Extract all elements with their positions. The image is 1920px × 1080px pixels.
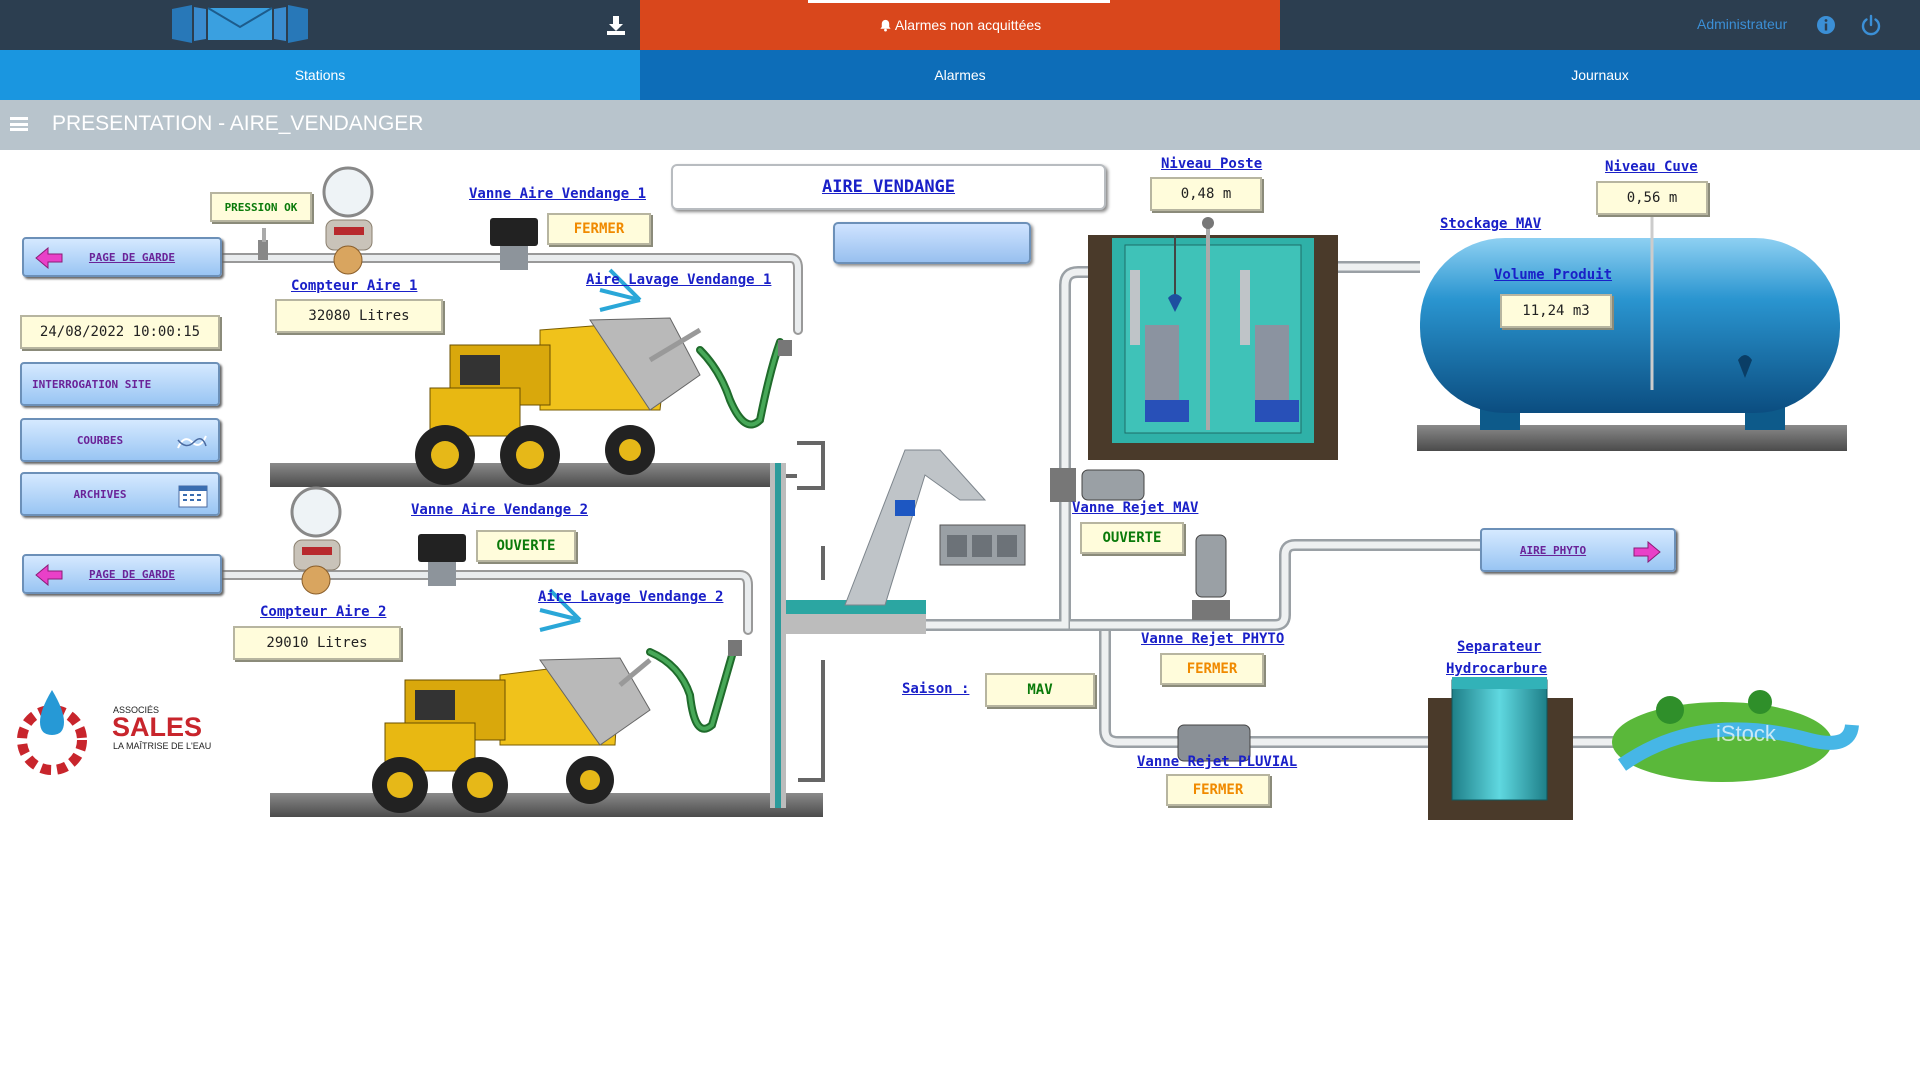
process-diagram <box>17 166 1859 820</box>
water-meter-1 <box>322 166 374 275</box>
harvester-1 <box>415 268 702 485</box>
counter-1-label[interactable]: Compteur Aire 1 <box>291 278 418 294</box>
niveau-cuve-value: 0,56 m <box>1596 181 1708 215</box>
alarm-label: Alarmes non acquittées <box>894 17 1042 33</box>
interrogation-site-button[interactable]: INTERROGATION SITE <box>20 362 220 406</box>
counter-2-label[interactable]: Compteur Aire 2 <box>260 604 387 620</box>
niveau-poste-label[interactable]: Niveau Poste <box>1161 156 1263 172</box>
top-bar: Alarmes non acquittées Administrateur <box>0 0 1920 50</box>
separator-label-2[interactable]: Hydrocarbure <box>1446 661 1548 677</box>
site-header-label[interactable]: AIRE VENDANGE <box>821 177 956 197</box>
tab-stations[interactable]: Stations <box>0 50 640 100</box>
calendar-icon <box>178 485 208 508</box>
aire-phyto-button[interactable]: AIRE PHYTO <box>1480 528 1676 572</box>
rejet-pluvial-state: FERMER <box>1166 774 1270 806</box>
pumping-station <box>1088 217 1338 460</box>
valve-1-label[interactable]: Vanne Aire Vendange 1 <box>469 186 647 202</box>
blank-status-box <box>833 222 1031 264</box>
river-landscape <box>1612 690 1859 782</box>
user-name[interactable]: Administrateur <box>1697 16 1788 32</box>
lavage-1-label[interactable]: Aire Lavage Vendange 1 <box>586 272 772 288</box>
saison-label: Saison : <box>902 681 970 697</box>
logo-brand-text: SALES <box>112 712 203 742</box>
separator-label-1[interactable]: Separateur <box>1457 639 1542 655</box>
power-icon[interactable] <box>1860 14 1882 36</box>
logo-small-text: ASSOCIÉS <box>113 705 160 715</box>
valve-1-state: FERMER <box>547 213 651 245</box>
download-icon[interactable] <box>605 14 627 36</box>
courbes-button[interactable]: COURBES <box>20 418 220 462</box>
alarms-unacknowledged-button[interactable]: Alarmes non acquittées <box>640 0 1280 50</box>
harvester-2 <box>372 588 652 813</box>
arrow-right-icon <box>1633 541 1661 563</box>
tap-1 <box>778 340 792 356</box>
menu-icon[interactable] <box>10 117 28 131</box>
site-header-box: AIRE VENDANGE <box>671 164 1106 210</box>
volume-value: 11,24 m3 <box>1500 294 1612 328</box>
valve-aire-1[interactable] <box>490 218 538 270</box>
bell-icon <box>880 19 891 32</box>
tab-alarmes[interactable]: Alarmes <box>934 67 986 83</box>
niveau-cuve-label[interactable]: Niveau Cuve <box>1605 159 1698 175</box>
counter-2-value: 29010 Litres <box>233 626 401 660</box>
floor-2 <box>270 793 823 817</box>
arrow-left-icon <box>35 247 63 269</box>
datetime-display: 24/08/2022 10:00:15 <box>20 315 220 349</box>
sales-logo-mark <box>17 690 87 775</box>
archives-button[interactable]: ARCHIVES <box>20 472 220 516</box>
volume-label[interactable]: Volume Produit <box>1494 267 1613 283</box>
page-title: PRESENTATION - AIRE_VENDANGER <box>52 112 424 135</box>
rejet-mav-label[interactable]: Vanne Rejet MAV <box>1072 500 1199 516</box>
valve-2-state: OUVERTE <box>476 530 576 562</box>
pressure-status: PRESSION OK <box>210 192 312 222</box>
stockage-label[interactable]: Stockage MAV <box>1440 216 1542 232</box>
arrow-left-icon <box>35 564 63 586</box>
stock-watermark: iStock <box>1716 721 1776 746</box>
title-bar: PRESENTATION - AIRE_VENDANGER <box>0 100 1920 150</box>
valve-2-label[interactable]: Vanne Aire Vendange 2 <box>411 502 589 518</box>
main-nav: Stations Alarmes Journaux <box>0 50 1920 100</box>
pressure-gauge <box>258 228 268 260</box>
tab-journaux[interactable]: Journaux <box>1571 67 1629 83</box>
pipe-network-1 <box>217 253 803 733</box>
page-de-garde-button-2[interactable]: PAGE DE GARDE <box>22 554 222 594</box>
brand-logo[interactable] <box>172 5 308 43</box>
valve-aire-2[interactable] <box>418 534 466 586</box>
conveyor-screen <box>844 449 1026 606</box>
saison-value: MAV <box>985 673 1095 707</box>
rejet-pluvial-label[interactable]: Vanne Rejet PLUVIAL <box>1137 754 1298 770</box>
tap-2 <box>728 640 742 656</box>
page-de-garde-button-1[interactable]: PAGE DE GARDE <box>22 237 222 277</box>
rejet-mav-state: OUVERTE <box>1080 522 1184 554</box>
alarm-indicator-bar <box>808 0 1110 3</box>
chart-curve-icon <box>177 435 207 449</box>
hydrocarbon-separator <box>1428 677 1573 820</box>
drain-channel <box>770 463 926 808</box>
valve-rejet-phyto[interactable] <box>1192 534 1230 620</box>
water-meter-2 <box>290 486 342 595</box>
info-icon[interactable] <box>1816 15 1836 35</box>
logo-tagline: LA MAÎTRISE DE L'EAU <box>113 741 212 751</box>
lavage-2-label[interactable]: Aire Lavage Vendange 2 <box>538 589 724 605</box>
valve-rejet-pluvial[interactable] <box>1177 724 1251 762</box>
niveau-poste-value: 0,48 m <box>1150 177 1262 211</box>
storage-tank <box>1417 182 1847 451</box>
valve-rejet-mav[interactable] <box>1050 468 1145 502</box>
synoptic-canvas: AIRE VENDANGE PRESSION OK PAGE DE GARDE … <box>0 150 1920 1080</box>
rejet-phyto-state: FERMER <box>1160 653 1264 685</box>
rejet-phyto-label[interactable]: Vanne Rejet PHYTO <box>1141 631 1285 647</box>
counter-1-value: 32080 Litres <box>275 299 443 333</box>
